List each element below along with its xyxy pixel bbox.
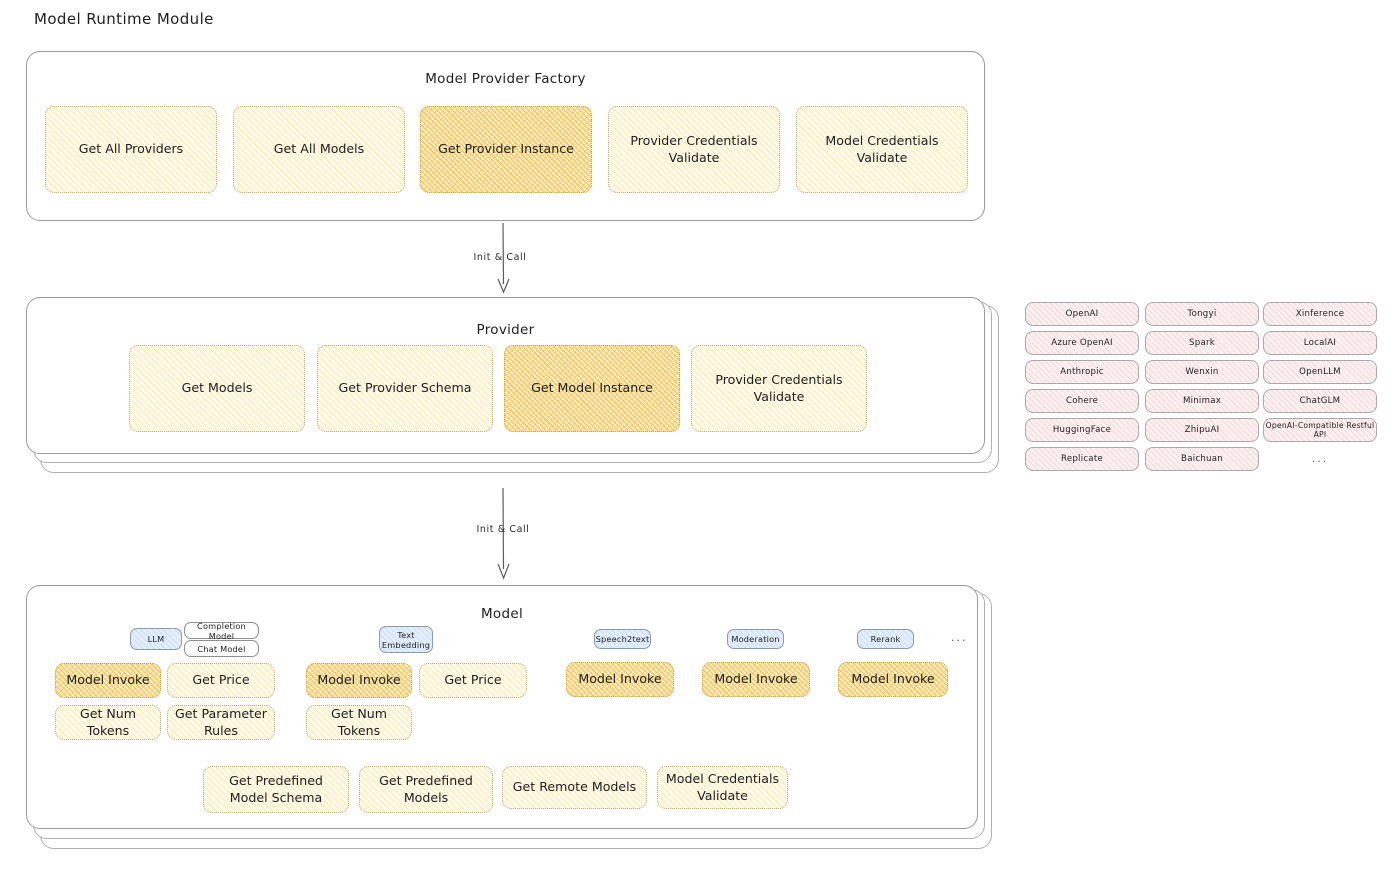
factory-node-provider-credentials-validate[interactable]: Provider Credentials Validate — [608, 106, 780, 193]
rerank-node-model-invoke[interactable]: Model Invoke — [838, 662, 948, 697]
text-embedding-node-model-invoke[interactable]: Model Invoke — [306, 663, 412, 698]
speech2text-node-model-invoke[interactable]: Model Invoke — [566, 662, 674, 697]
moderation-node-model-invoke[interactable]: Model Invoke — [702, 662, 810, 697]
provider-chip-replicate[interactable]: Replicate — [1025, 447, 1139, 471]
provider-node-get-models[interactable]: Get Models — [129, 345, 305, 432]
factory-node-get-provider-instance[interactable]: Get Provider Instance — [420, 106, 592, 193]
text-embedding-node-get-price[interactable]: Get Price — [419, 663, 527, 698]
provider-chip-xinference[interactable]: Xinference — [1263, 302, 1377, 326]
model-types-ellipsis: ... — [951, 631, 968, 644]
model-type-pill-rerank[interactable]: Rerank — [857, 629, 914, 649]
llm-node-model-invoke[interactable]: Model Invoke — [55, 663, 161, 698]
arrow-factory-to-provider — [476, 222, 532, 298]
arrow-provider-to-model — [476, 487, 532, 583]
model-type-pill-llm[interactable]: LLM — [130, 628, 182, 650]
model-common-node-model-credentials-validate[interactable]: Model Credentials Validate — [657, 766, 788, 809]
factory-node-get-all-models[interactable]: Get All Models — [233, 106, 405, 193]
model-common-node-get-predefined-models[interactable]: Get Predefined Models — [359, 766, 493, 813]
arrow-label-init-and-call-2: Init & Call — [476, 524, 530, 535]
model-common-node-get-predefined-model-schema[interactable]: Get Predefined Model Schema — [203, 766, 349, 813]
provider-chip-zhipuai[interactable]: ZhipuAI — [1145, 418, 1259, 442]
llm-node-get-parameter-rules[interactable]: Get Parameter Rules — [167, 705, 275, 740]
factory-node-get-all-providers[interactable]: Get All Providers — [45, 106, 217, 193]
llm-node-get-num-tokens[interactable]: Get Num Tokens — [55, 705, 161, 740]
provider-list-ellipsis: ... — [1311, 452, 1329, 465]
provider-chip-anthropic[interactable]: Anthropic — [1025, 360, 1139, 384]
provider-chip-azure-openai[interactable]: Azure OpenAI — [1025, 331, 1139, 355]
provider-node-get-provider-schema[interactable]: Get Provider Schema — [317, 345, 493, 432]
page-title: Model Runtime Module — [34, 10, 214, 28]
provider-node-get-model-instance[interactable]: Get Model Instance — [504, 345, 680, 432]
provider-chip-baichuan[interactable]: Baichuan — [1145, 447, 1259, 471]
provider-node-provider-credentials-validate[interactable]: Provider Credentials Validate — [691, 345, 867, 432]
model-title: Model — [480, 606, 524, 622]
provider-chip-openllm[interactable]: OpenLLM — [1263, 360, 1377, 384]
provider-chip-minimax[interactable]: Minimax — [1145, 389, 1259, 413]
model-subtype-pill-completion-model[interactable]: Completion Model — [184, 621, 259, 641]
provider-chip-chatglm[interactable]: ChatGLM — [1263, 389, 1377, 413]
provider-chip-wenxin[interactable]: Wenxin — [1145, 360, 1259, 384]
provider-chip-openai-compatible-restful-api[interactable]: OpenAI-Compatible Restful API — [1263, 418, 1377, 442]
arrow-label-init-and-call-1: Init & Call — [473, 252, 527, 263]
llm-node-get-price[interactable]: Get Price — [167, 663, 275, 698]
arrow-down-icon — [497, 487, 510, 580]
provider-title: Provider — [476, 322, 535, 338]
provider-chip-huggingface[interactable]: HuggingFace — [1025, 418, 1139, 442]
factory-node-model-credentials-validate[interactable]: Model Credentials Validate — [796, 106, 968, 193]
model-provider-factory-title: Model Provider Factory — [425, 71, 586, 87]
arrow-down-icon — [497, 222, 510, 294]
model-type-pill-text-embedding[interactable]: Text Embedding — [379, 626, 433, 653]
provider-chip-tongyi[interactable]: Tongyi — [1145, 302, 1259, 326]
model-subtype-pill-chat-model[interactable]: Chat Model — [184, 640, 259, 657]
model-common-node-get-remote-models[interactable]: Get Remote Models — [502, 766, 647, 809]
model-type-pill-speech2text[interactable]: Speech2text — [594, 629, 651, 649]
provider-chip-localai[interactable]: LocalAI — [1263, 331, 1377, 355]
provider-chip-openai[interactable]: OpenAI — [1025, 302, 1139, 326]
provider-chip-cohere[interactable]: Cohere — [1025, 389, 1139, 413]
text-embedding-node-get-num-tokens[interactable]: Get Num Tokens — [306, 705, 412, 740]
provider-chip-spark[interactable]: Spark — [1145, 331, 1259, 355]
model-type-pill-moderation[interactable]: Moderation — [727, 629, 784, 649]
